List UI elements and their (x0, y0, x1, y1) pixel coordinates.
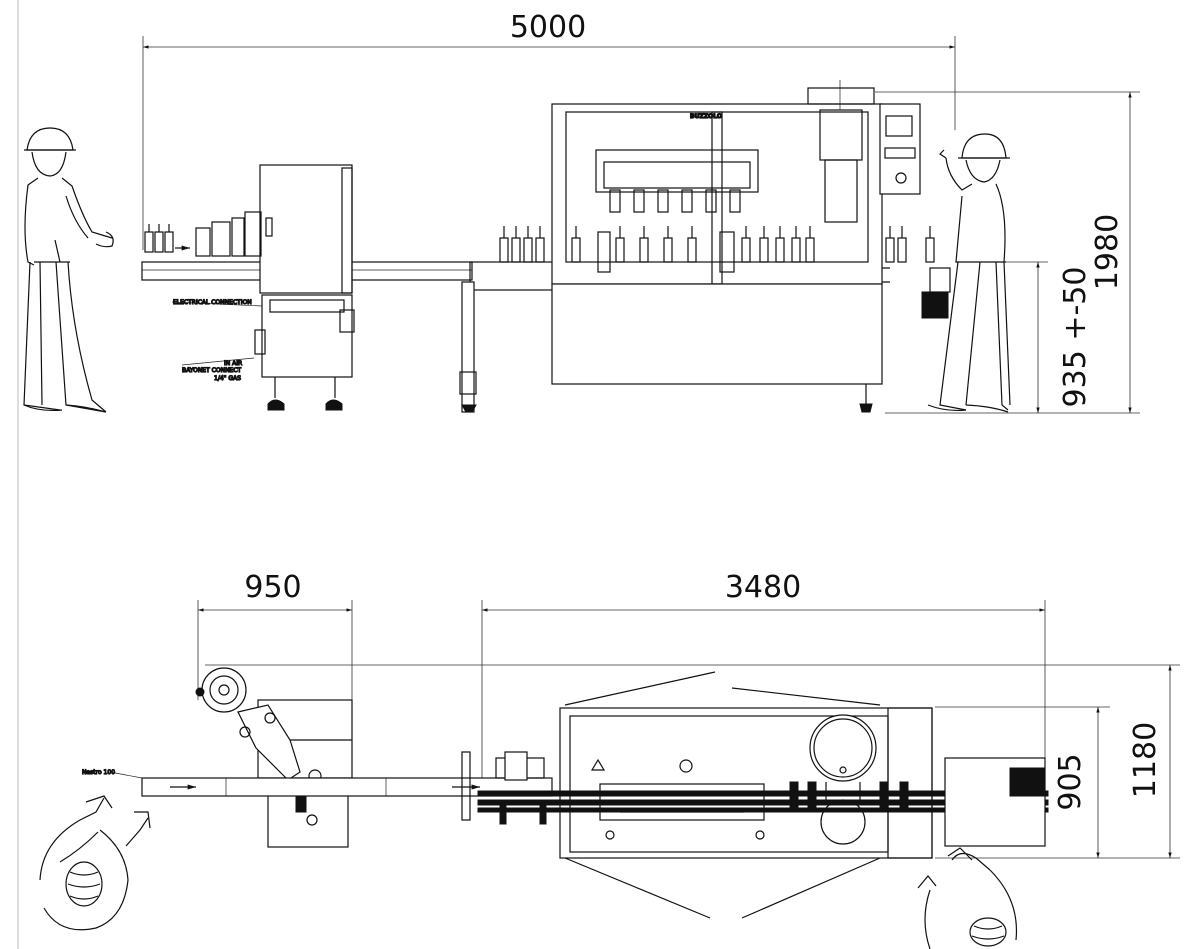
dim-label-conveyor-height: 935 +-50 (1058, 267, 1093, 408)
annotation-gas: 1/4" GAS (214, 375, 241, 382)
operator-right-side (927, 133, 1011, 413)
operator-top-right (917, 847, 1018, 949)
brand-label: BUZZOLO (690, 113, 722, 120)
annotation-air-in: IN AIR (224, 360, 242, 367)
filler-side: BUZZOLO (551, 80, 951, 413)
annotation-nastro: Nastro 100 (82, 769, 115, 776)
side-view: 5000 1980 935 +-50 (23, 10, 1140, 414)
operator-left-side (23, 127, 114, 413)
dim-label-filler-length: 3480 (725, 570, 801, 605)
conveyor-top-infeed: Nastro 100 (81, 751, 553, 821)
dim-label-overall-length: 5000 (510, 10, 586, 45)
dim-label-labeler-width: 950 (244, 570, 301, 605)
dim-label-overall-depth: 1180 (1128, 722, 1163, 798)
top-view: 950 3480 905 1180 (39, 570, 1180, 949)
annotation-electrical: ELECTRICAL CONNECTION (173, 299, 252, 306)
dim-overall-length: 5000 (142, 10, 956, 250)
filler-bottles (499, 226, 935, 263)
conveyor-top-outfeed (477, 757, 1049, 847)
dim-depths: 905 1180 (205, 664, 1180, 859)
filling-nozzles (609, 189, 741, 213)
annotation-bayonet: BAYONET CONNECT (182, 367, 242, 374)
dim-heights: 1980 935 +-50 (875, 91, 1140, 414)
operator-top-left (39, 795, 151, 931)
infeed-bottles (144, 224, 190, 253)
labeler-side: ELECTRICAL CONNECTION IN AIR BAYONET CON… (171, 164, 355, 411)
filler-top (559, 671, 933, 919)
dim-label-total-height: 1980 (1090, 214, 1125, 290)
dim-label-filler-depth: 905 (1053, 753, 1088, 810)
labeler-top (195, 667, 353, 848)
